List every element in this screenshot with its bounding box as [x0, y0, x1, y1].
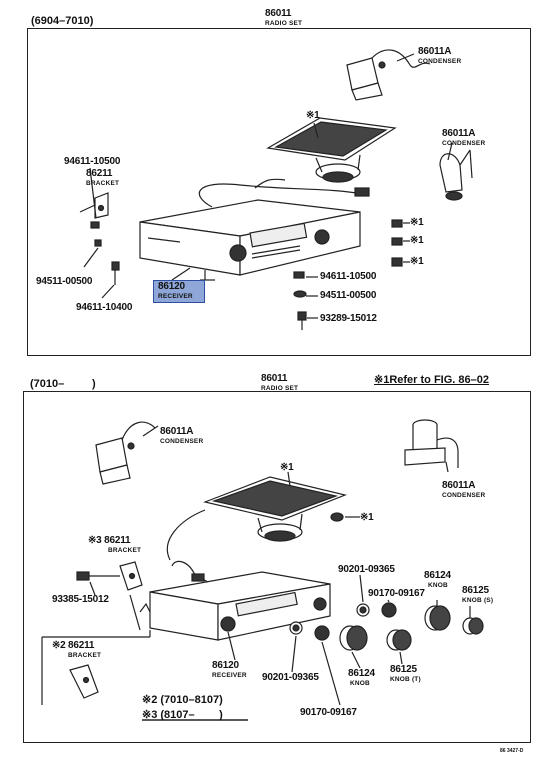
bottom-knob-86124-bottom-name: KNOB: [350, 680, 370, 687]
top-diagram-frame: [27, 28, 531, 356]
top-nut-94511-00500-right[interactable]: 94511-00500: [320, 290, 377, 301]
top-receiver-number[interactable]: 86120: [158, 281, 185, 292]
bottom-radio-set-name: RADIO SET: [261, 385, 299, 392]
bottom-radio-set-number[interactable]: 86011: [261, 373, 288, 384]
top-mark-b: ※1: [410, 235, 424, 246]
bottom-diagram-frame: [23, 391, 531, 743]
knob-86125-s: [462, 617, 484, 635]
bottom-bracket2-mark: ※2: [52, 640, 66, 651]
knob-86125-t: [386, 629, 412, 651]
bottom-knob-86124-bottom-number[interactable]: 86124: [348, 668, 375, 679]
top-condenser2-number[interactable]: 86011A: [442, 128, 476, 139]
bottom-washer-90201-09365-bottom[interactable]: 90201-09365: [262, 672, 319, 683]
top-bracket-number[interactable]: 86211: [86, 168, 113, 179]
bottom-knob-86125-s-number[interactable]: 86125: [462, 585, 489, 596]
top-condenser1-name: CONDENSER: [418, 58, 462, 65]
top-mark-c: ※1: [410, 256, 424, 267]
bottom-period-end: ): [92, 378, 96, 390]
top-bracket-name: BRACKET: [86, 180, 120, 187]
bottom-bracket3-name: BRACKET: [108, 547, 142, 554]
speaker-bottom: [202, 476, 347, 542]
bottom-speaker-mark: ※1: [280, 462, 294, 473]
condenser2-bottom: [404, 419, 459, 468]
bottom-condenser1-number[interactable]: 86011A: [160, 426, 194, 437]
top-nut-94511-00500-left[interactable]: 94511-00500: [36, 276, 93, 287]
bottom-receiver-name: RECEIVER: [212, 672, 247, 679]
top-radio-set-number[interactable]: 86011: [265, 8, 292, 19]
receiver-top: [139, 199, 361, 281]
top-mark-a: ※1: [410, 217, 424, 228]
bottom-receiver-number[interactable]: 86120: [212, 660, 239, 671]
top-speaker-mark: ※1: [306, 110, 320, 121]
bottom-knob-86125-t-name: KNOB (T): [390, 676, 421, 683]
bottom-condenser1-name: CONDENSER: [160, 438, 204, 445]
top-bolt-93289-15012[interactable]: 93289-15012: [320, 313, 377, 324]
bottom-bracket3-number[interactable]: ※3 86211: [88, 535, 131, 546]
bottom-period-start: (7010–: [30, 378, 65, 390]
bottom-knob-86124-top-name: KNOB: [428, 582, 448, 589]
top-bolt-94611-10400[interactable]: 94611-10400: [76, 302, 133, 313]
top-screw-94611-10500-right[interactable]: 94611-10500: [320, 271, 377, 282]
bottom-nut-90170-09167-top[interactable]: 90170-09167: [368, 588, 425, 599]
receiver-highlight: [153, 280, 205, 303]
condenser1-bottom: [95, 421, 156, 485]
top-screw-94611-10500-left[interactable]: 94611-10500: [64, 156, 121, 167]
top-condenser1-number[interactable]: 86011A: [418, 46, 452, 57]
bottom-washer-90201-09365-top[interactable]: 90201-09365: [338, 564, 395, 575]
knob-86124-top: [424, 605, 451, 631]
note-mark-3: ※3 (8107– ): [142, 709, 223, 721]
bottom-condenser2-number[interactable]: 86011A: [442, 480, 476, 491]
top-radio-set-name: RADIO SET: [265, 20, 303, 27]
drawing-code: 86 3427-D: [500, 748, 524, 754]
condenser1-top: [346, 49, 431, 101]
bottom-knob-86125-s-name: KNOB (S): [462, 597, 494, 604]
refer-fig-note[interactable]: ※1Refer to FIG. 86–02: [374, 374, 489, 386]
top-receiver-name: RECEIVER: [158, 293, 193, 300]
bottom-bracket2-name: BRACKET: [68, 652, 102, 659]
bottom-bracket2-number[interactable]: 86211: [68, 640, 95, 651]
bottom-condenser2-name: CONDENSER: [442, 492, 486, 499]
top-period-label: (6904–7010): [31, 15, 94, 27]
condenser2-top: [439, 149, 473, 201]
bottom-screw-93385-15012[interactable]: 93385-15012: [52, 594, 109, 605]
bottom-nut-90170-09167-bottom[interactable]: 90170-09167: [300, 707, 357, 718]
receiver-bottom: [149, 571, 331, 641]
top-condenser2-name: CONDENSER: [442, 140, 486, 147]
bottom-knob-86125-t-number[interactable]: 86125: [390, 664, 417, 675]
bottom-mark-right: ※1: [360, 512, 374, 523]
bottom-knob-86124-top-number[interactable]: 86124: [424, 570, 451, 581]
knob-86124-bottom: [339, 625, 368, 651]
note-mark-2: ※2 (7010–8107): [142, 694, 223, 706]
speaker-top: [266, 117, 397, 183]
